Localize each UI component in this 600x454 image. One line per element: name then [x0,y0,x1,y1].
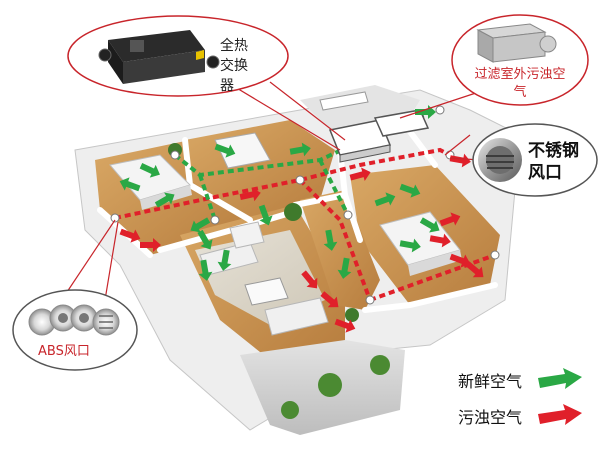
legend-dirty-label: 污浊空气 [458,408,523,427]
dining-table [214,132,271,169]
vent-icon [490,250,500,260]
filter-outdoor-label: 过滤室外污浊空气 [474,67,566,100]
heat-exchanger-label: 全热交换器 [220,38,248,94]
fresh-duct [198,174,217,221]
fresh-air-arrow-icon [258,204,273,226]
vent-icon [295,175,305,185]
dirty-air-arrow-icon [429,233,451,248]
plant-icon [281,401,299,419]
abs-vent-label: ABS风口 [38,344,90,359]
vent-icon [210,215,220,225]
legend-fresh-label: 新鲜空气 [458,372,523,391]
dirty-air-arrow-icon [449,253,471,268]
fresh-air-arrow-icon [214,143,236,158]
dirty-air-arrow-icon [320,291,339,308]
kitchen-counter [319,91,369,111]
fresh-air-arrow-icon [399,238,421,253]
dirty-duct [369,253,496,302]
vent-icon [365,295,375,305]
vent-icon [110,213,120,223]
dirty-duct [114,147,451,220]
fresh-air-arrow-icon [154,192,175,208]
heat-exchanger-unit [328,109,430,163]
dirty-air-arrow-icon [439,212,461,227]
dirty-air-arrow-icon [349,167,371,181]
fresh-air-arrow-icon [198,259,213,281]
dirty-air-arrow-icon [449,153,471,168]
dirty-air-arrow-icon [301,270,318,289]
dirty-air-arrow-icon [239,187,261,202]
fresh-air-arrow-icon [197,229,213,250]
dirty-duct [298,178,372,301]
fresh-air-arrow-icon [337,257,352,279]
fresh-duct [318,159,350,216]
legend-dirty-arrow [538,404,582,425]
fresh-air-arrow-icon [217,249,232,271]
plant-icon [345,308,359,322]
vent-icon [170,150,180,160]
dirty-air-arrow-icon [140,238,161,252]
heat-exchanger-picture [98,30,220,84]
stainless-vent-picture [478,138,522,182]
fresh-air-arrow-icon [139,163,160,178]
vent-icon [435,105,445,115]
coffee-table [244,277,289,306]
stainless-vent-label: 不锈钢风口 [528,141,579,183]
filter-unit [373,109,430,137]
plant-icon [318,373,342,397]
sofa-front [264,297,329,336]
vent-nodes [110,105,500,305]
dirty-air-arrow-icon [119,228,141,243]
fresh-air-arrow-icon [190,217,211,233]
fresh-air-arrow-icon [119,177,141,192]
armchair [229,221,265,249]
duct-network [114,108,496,302]
legend-fresh-arrow [538,368,582,389]
abs-vent-picture [28,304,120,336]
fresh-air-arrow-icon [419,217,440,233]
plant-icon [370,355,390,375]
fresh-air-arrow-icon [323,229,338,251]
dirty-air-arrow-icon [465,261,484,278]
fresh-air-arrow-icon [374,192,396,207]
filter-box-picture [476,23,557,63]
plant-icon [284,203,302,221]
flow-arrows [119,105,484,333]
vent-icon [343,210,353,220]
fresh-air-arrow-icon [399,183,421,198]
dirty-air-arrow-icon [334,318,356,333]
fresh-air-arrow-icon [289,142,311,157]
